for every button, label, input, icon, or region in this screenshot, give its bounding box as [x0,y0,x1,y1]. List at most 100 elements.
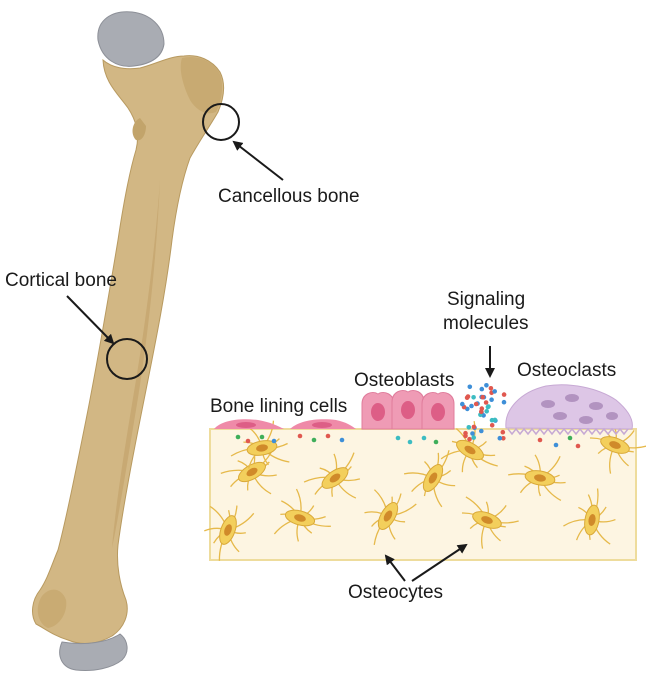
bone-lining-cells [214,419,356,429]
signaling-molecule-dot [486,404,491,409]
signaling-molecule-dot [433,439,439,445]
signaling-molecule-dot [484,383,489,388]
signaling-molecule-dot [463,433,468,439]
osteocyte-nucleus [256,444,268,452]
label-signaling-line2: molecules [443,313,529,334]
lesser-trochanter [132,118,146,141]
distal-cartilage [59,633,128,671]
osteoclast-body [505,384,633,430]
signaling-molecule-dot [501,399,507,405]
signaling-molecule-dot [501,436,506,441]
osteocyte-nucleus [588,514,596,526]
signaling-molecule-dot [421,435,427,441]
signaling-molecule-dot [489,397,494,403]
femur-shaft [32,55,225,644]
signaling-molecule-dot [395,435,401,441]
signaling-molecule-dot [492,389,498,394]
signaling-molecule-dot [489,423,495,428]
label-osteoblasts: Osteoblasts [354,370,454,391]
signaling-molecule-dot [235,434,241,440]
signaling-molecule-dot [567,435,573,441]
signaling-molecule-dot [537,437,543,443]
osteoblast-nucleus [371,403,385,421]
osteocyte [563,488,616,545]
osteocyte [461,496,519,549]
signaling-molecule-dot [471,435,477,440]
osteocyte-nucleus [534,474,546,482]
label-bone-lining-cells: Bone lining cells [210,396,347,417]
signaling-molecule-dot [575,443,581,449]
signaling-molecule-dot [469,403,474,409]
signaling-molecule-dot [460,401,465,407]
label-signaling-line1: Signaling [447,289,525,310]
signaling-molecule-dot [465,394,471,399]
label-cancellous-bone: Cancellous bone [218,186,360,207]
osteoclast [505,384,633,436]
signaling-molecule-dot [479,406,485,411]
femoral-head-cartilage [97,11,165,67]
signaling-molecule-dot [553,442,559,448]
osteocytes-arrow-right [411,543,468,582]
signaling-molecule-dot [325,433,331,439]
osteocyte [273,488,331,542]
osteocyte [204,505,255,561]
osteocyte-nucleus [383,510,393,522]
signaling-molecule-dot [297,433,303,439]
lining-cell-nucleus [236,422,256,428]
signaling-molecule-dot [479,428,484,434]
signaling-molecule-dot [479,386,485,392]
signaling-molecule-dot [339,437,345,443]
signaling-molecules-dots [235,383,581,449]
femur-bone [32,11,225,671]
distal-end-shading [37,589,67,628]
osteocyte-nucleus [609,441,621,449]
signaling-molecule-dot [497,435,503,441]
signaling-molecule-dot [492,417,498,423]
osteoblast-nucleus [431,403,445,421]
cortical-arrow [66,295,115,345]
signaling-molecule-dot [259,434,265,440]
signaling-molecule-dot [471,395,476,400]
osteocyte-nucleus [246,467,258,477]
label-osteoclasts: Osteoclasts [517,360,616,381]
signaling-molecule-dot [470,431,475,436]
osteoclast-nucleus [565,394,579,402]
bone-matrix-panel [204,420,646,561]
signaling-molecule-dot [471,424,477,430]
osteoclast-nucleus [541,400,555,408]
osteocyte [403,450,456,508]
osteocyte-layer [204,420,646,561]
osteocyte [364,489,417,545]
osteocyte-nucleus [294,514,306,522]
osteocyte-nucleus [481,516,493,524]
osteocytes-arrow-left [384,554,406,582]
signaling-molecule-dot [501,392,507,397]
signaling-molecule-dot [466,425,472,430]
osteoclast-ruffled-border [507,427,629,436]
osteocyte [303,452,361,499]
label-cortical-bone: Cortical bone [5,270,117,291]
osteocyte [508,454,566,502]
cancellous-arrow [232,140,284,181]
lining-cell-nucleus [312,422,332,428]
osteocyte-nucleus [224,524,232,536]
shaft-shadow [112,180,160,548]
signaling-molecule-dot [245,438,251,444]
signaling-molecule-dot [500,429,506,435]
signaling-molecule-dot [488,386,494,391]
bone-matrix [209,428,637,561]
signaling-molecule-dot [271,438,277,444]
osteocyte [589,421,646,474]
signaling-molecule-dot [467,436,472,442]
osteocyte [440,420,498,473]
osteoclast-nucleus [589,402,603,410]
signaling-molecule-dot [473,401,479,407]
osteoblasts [361,389,455,430]
greater-trochanter [180,56,223,114]
signaling-molecule-dot [407,439,413,445]
osteoclast-nucleus [579,416,593,424]
cancellous-highlight-circle [202,103,240,141]
osteoblast-nucleus [401,401,415,419]
osteocyte [230,420,290,469]
cortical-highlight-circle [106,338,148,380]
